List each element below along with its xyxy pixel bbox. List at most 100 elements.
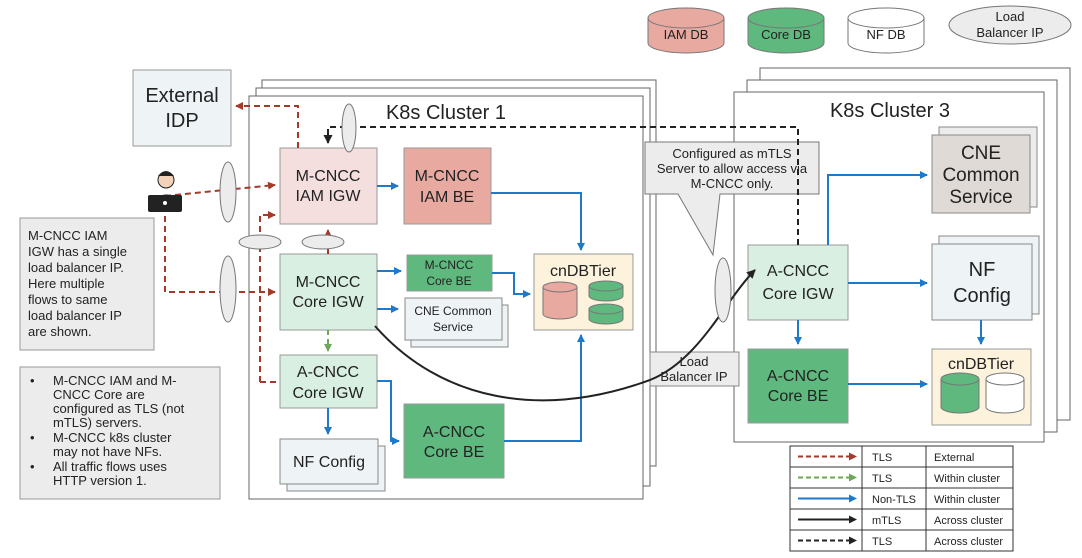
- cndbtier-c1: cnDBTier: [533, 253, 634, 331]
- svg-text:CNCC Core are: CNCC Core are: [53, 387, 145, 402]
- svg-text:Core BE: Core BE: [426, 274, 471, 288]
- legend-protocol: Non-TLS: [872, 494, 916, 506]
- svg-text:IDP: IDP: [165, 110, 198, 132]
- svg-text:M-CNCC: M-CNCC: [296, 168, 361, 185]
- svg-text:Load: Load: [680, 354, 709, 369]
- mcncc-core-be: M-CNCC Core BE: [406, 254, 493, 292]
- cne-common-service-c3: CNE Common Service: [931, 126, 1038, 214]
- iam-db-label: IAM DB: [664, 27, 709, 42]
- legend-scope: Within cluster: [934, 473, 1000, 485]
- svg-text:A-CNCC: A-CNCC: [767, 368, 829, 385]
- mcncc-core-igw: M-CNCC Core IGW: [279, 253, 378, 331]
- svg-text:HTTP version 1.: HTTP version 1.: [53, 473, 147, 488]
- legend-arrowhead: [849, 494, 857, 503]
- svg-text:•: •: [30, 430, 35, 445]
- nf-config-c1: NF Config: [279, 438, 386, 492]
- legend-arrowhead: [849, 452, 857, 461]
- acncc-core-igw-c3: A-CNCC Core IGW: [747, 244, 849, 321]
- svg-text:flows to same: flows to same: [28, 292, 107, 307]
- svg-text:Core BE: Core BE: [768, 388, 828, 405]
- svg-text:Balancer IP: Balancer IP: [660, 369, 727, 384]
- svg-text:NF: NF: [969, 259, 996, 281]
- svg-text:M-CNCC: M-CNCC: [425, 258, 474, 272]
- legend-scope: External: [934, 452, 974, 464]
- nf-db-label: NF DB: [867, 27, 906, 42]
- acncc-core-igw-c1: A-CNCC Core IGW: [279, 354, 378, 409]
- mcncc-iam-igw: M-CNCC IAM IGW: [279, 147, 378, 225]
- svg-text:Config: Config: [953, 285, 1011, 307]
- svg-text:M-CNCC: M-CNCC: [296, 274, 361, 291]
- svg-text:A-CNCC: A-CNCC: [423, 424, 485, 441]
- svg-text:A-CNCC: A-CNCC: [767, 263, 829, 280]
- core-db-label: Core DB: [761, 27, 811, 42]
- legend-arrowhead: [849, 473, 857, 482]
- external-idp: External IDP: [132, 69, 232, 147]
- svg-text:M-CNCC k8s cluster: M-CNCC k8s cluster: [53, 430, 172, 445]
- svg-text:All traffic flows uses: All traffic flows uses: [53, 459, 167, 474]
- nf-config-c3: NF Config: [931, 235, 1040, 321]
- legend-scope: Across cluster: [934, 536, 1003, 548]
- legend-nf-db: NF DB: [847, 7, 925, 54]
- svg-text:Here multiple: Here multiple: [28, 276, 105, 291]
- acncc-core-be-c1: A-CNCC Core BE: [403, 403, 505, 479]
- svg-text:M-CNCC IAM: M-CNCC IAM: [28, 228, 107, 243]
- load-balancer-ips: [219, 103, 732, 323]
- legend-iam-db: IAM DB: [647, 7, 725, 54]
- svg-text:M-CNCC: M-CNCC: [415, 168, 480, 185]
- svg-text:•: •: [30, 459, 35, 474]
- svg-text:Server to allow access via: Server to allow access via: [657, 161, 808, 176]
- svg-text:Core BE: Core BE: [424, 444, 484, 461]
- svg-text:may not have NFs.: may not have NFs.: [53, 444, 162, 459]
- svg-text:cnDBTier: cnDBTier: [550, 263, 617, 280]
- svg-text:CNE Common: CNE Common: [414, 304, 491, 318]
- note-tls-config: • M-CNCC IAM and M- CNCC Core are config…: [19, 366, 221, 500]
- svg-text:NF Config: NF Config: [293, 454, 365, 471]
- svg-text:CNE: CNE: [961, 143, 1001, 164]
- legend-core-db: Core DB: [747, 7, 825, 54]
- load-balancer-label: Load Balancer IP: [649, 351, 740, 387]
- svg-text:Service: Service: [949, 187, 1012, 208]
- svg-text:M-CNCC only.: M-CNCC only.: [691, 176, 774, 191]
- svg-text:IAM BE: IAM BE: [420, 189, 474, 206]
- legend-lb-ip: Load Balancer IP: [948, 5, 1072, 45]
- svg-text:Core IGW: Core IGW: [292, 385, 364, 402]
- legend-arrowhead: [849, 536, 857, 545]
- mcncc-iam-be: M-CNCC IAM BE: [403, 147, 492, 225]
- svg-text:Balancer IP: Balancer IP: [976, 25, 1043, 40]
- legend-scope: Within cluster: [934, 494, 1000, 506]
- user-laptop-icon: [148, 171, 182, 212]
- mtls-callout: Configured as mTLS Server to allow acces…: [644, 141, 820, 257]
- cluster1-title: K8s Cluster 1: [386, 102, 506, 124]
- legend-protocol: TLS: [872, 536, 892, 548]
- svg-text:Load: Load: [996, 9, 1025, 24]
- svg-text:M-CNCC IAM and M-: M-CNCC IAM and M-: [53, 373, 177, 388]
- svg-text:Configured as mTLS: Configured as mTLS: [672, 146, 792, 161]
- legend-protocol: mTLS: [872, 515, 901, 527]
- svg-text:are shown.: are shown.: [28, 324, 92, 339]
- cluster3-title: K8s Cluster 3: [830, 100, 950, 122]
- svg-text:External: External: [145, 85, 218, 107]
- svg-text:cnDBTier: cnDBTier: [948, 356, 1015, 373]
- cne-common-service-c1: CNE Common Service: [404, 297, 509, 348]
- svg-text:•: •: [30, 373, 35, 388]
- acncc-core-be-c3: A-CNCC Core BE: [747, 348, 849, 424]
- svg-text:Common: Common: [942, 165, 1019, 186]
- svg-text:IAM IGW: IAM IGW: [296, 188, 362, 205]
- svg-text:Service: Service: [433, 320, 473, 334]
- svg-text:Core IGW: Core IGW: [762, 286, 834, 303]
- legend-protocol: TLS: [872, 473, 892, 485]
- svg-text:IGW has a single: IGW has a single: [28, 244, 127, 259]
- legend-arrowhead: [849, 515, 857, 524]
- note-iam-igw: M-CNCC IAM IGW has a single load balance…: [19, 217, 155, 351]
- svg-text:Core IGW: Core IGW: [292, 294, 364, 311]
- cndbtier-c3: cnDBTier: [931, 348, 1032, 426]
- svg-text:mTLS) servers.: mTLS) servers.: [53, 415, 142, 430]
- svg-text:configured as TLS (not: configured as TLS (not: [53, 401, 185, 416]
- legend-scope: Across cluster: [934, 515, 1003, 527]
- svg-text:A-CNCC: A-CNCC: [297, 364, 359, 381]
- svg-text:load balancer IP.: load balancer IP.: [28, 260, 124, 275]
- svg-text:load balancer IP: load balancer IP: [28, 308, 122, 323]
- legend-protocol: TLS: [872, 452, 892, 464]
